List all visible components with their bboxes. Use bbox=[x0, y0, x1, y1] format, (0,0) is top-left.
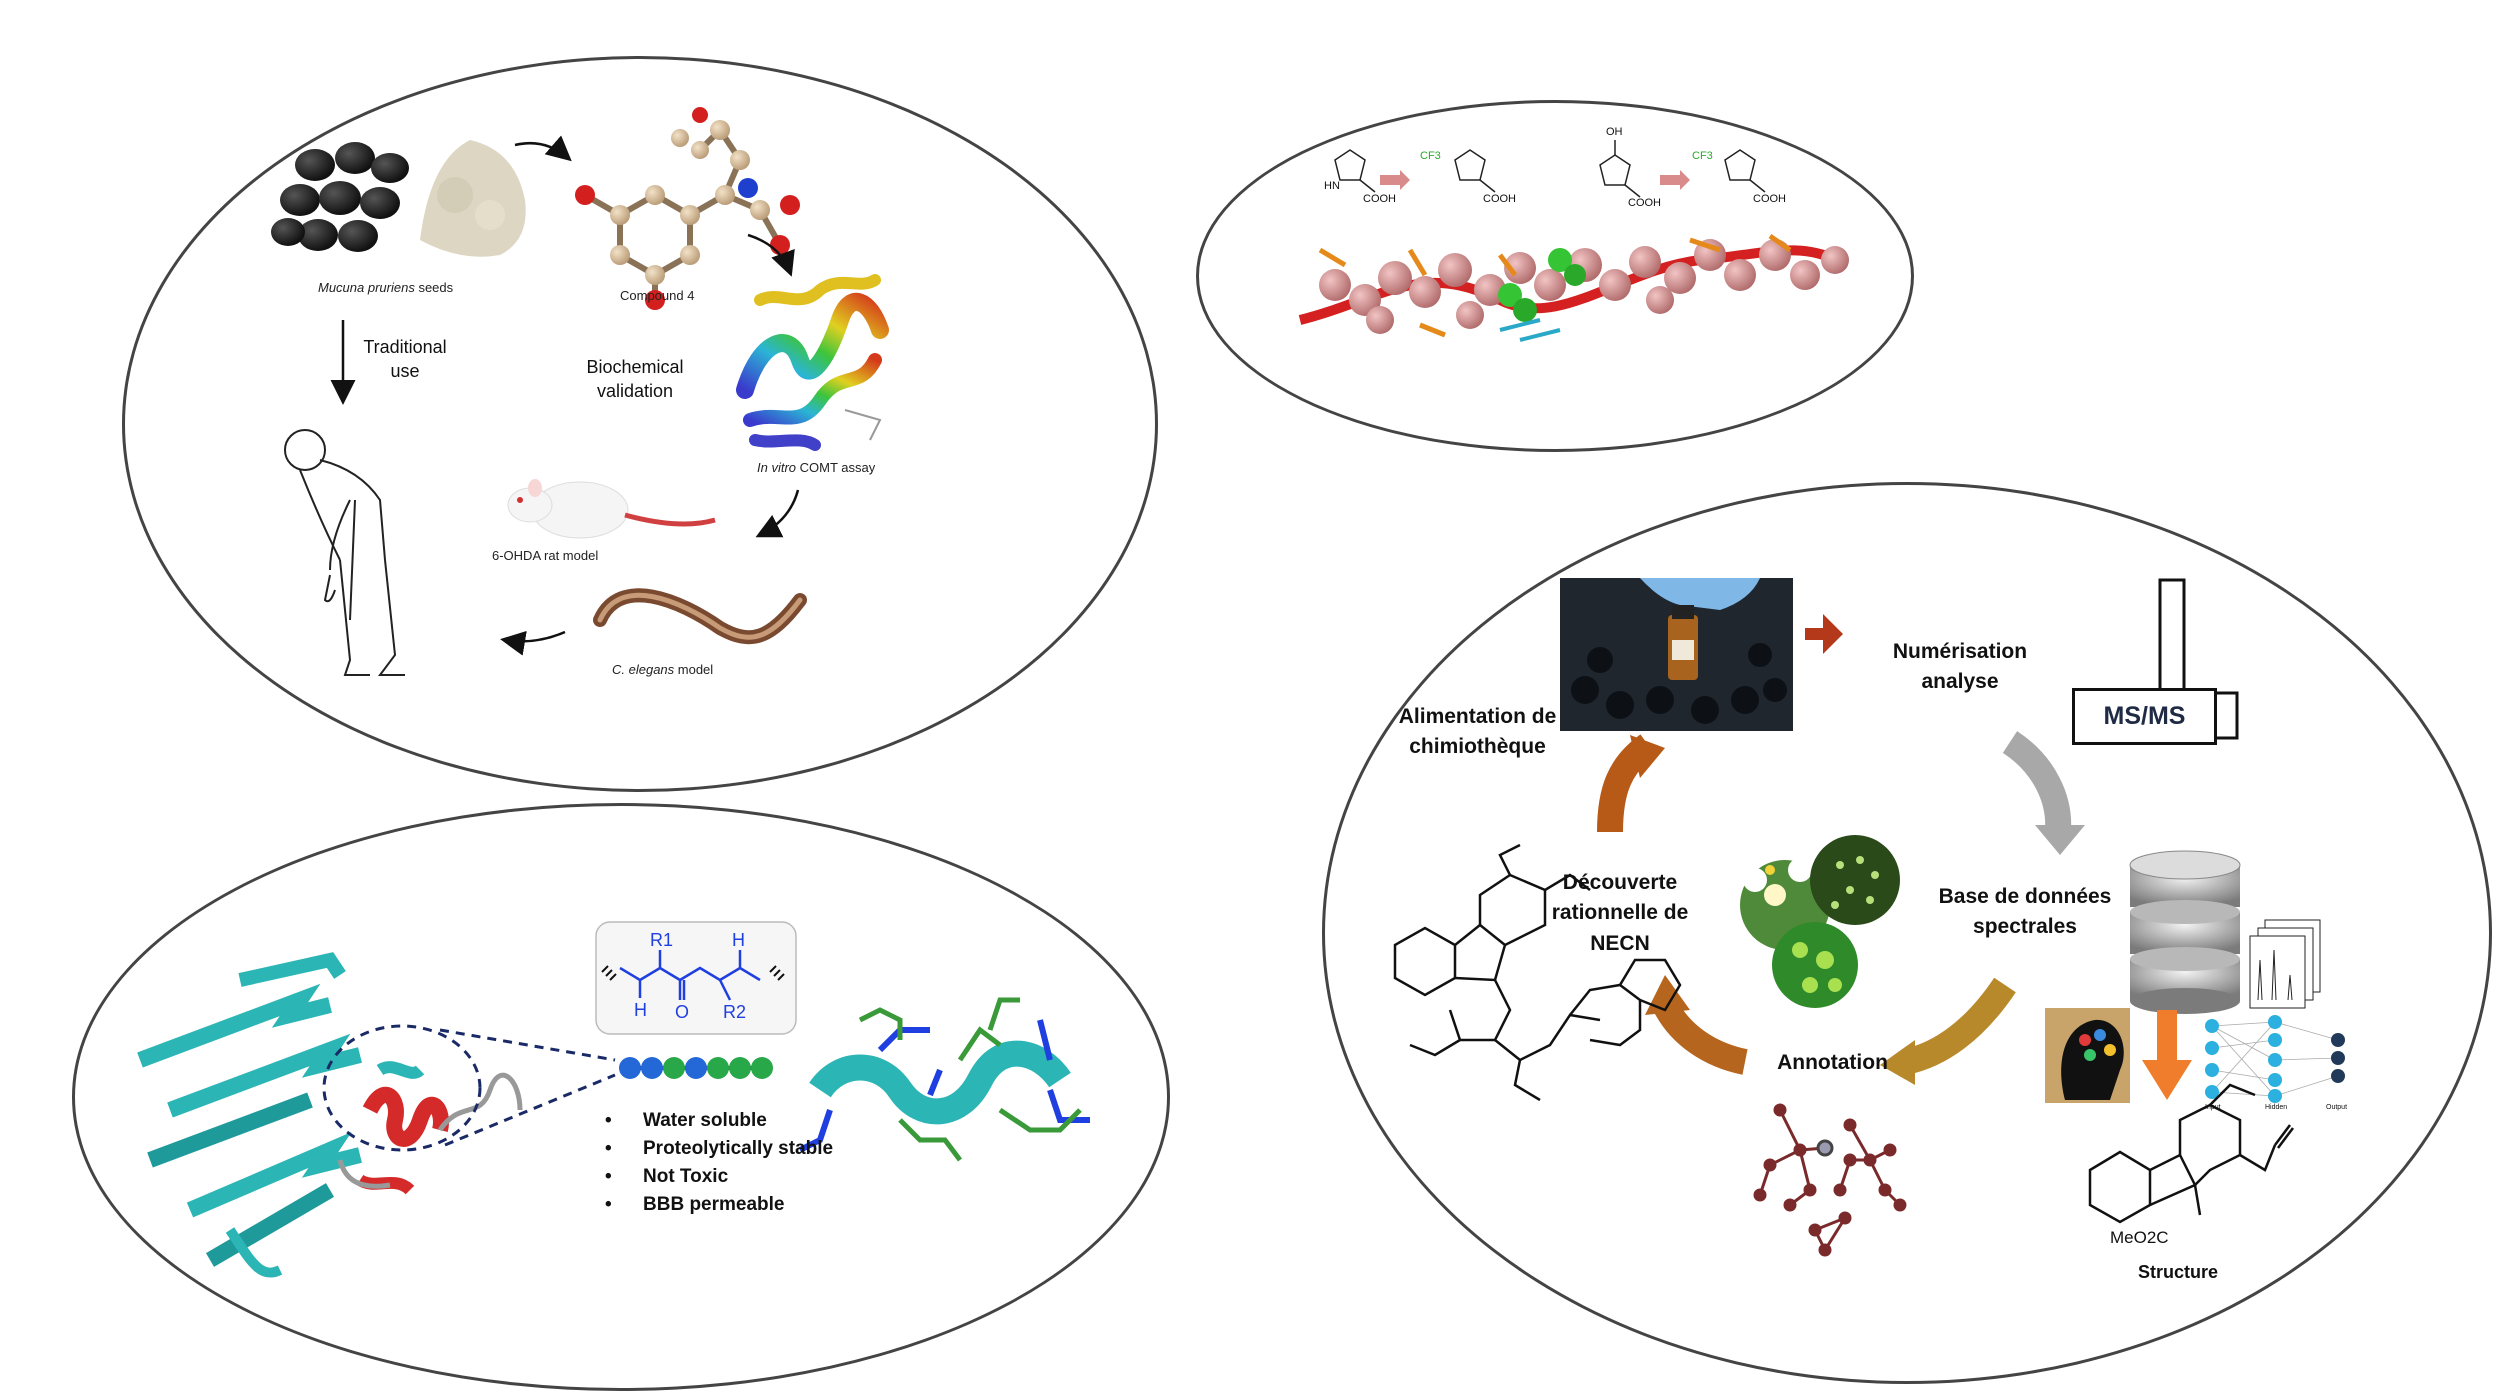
cf3-label-2: CF3 bbox=[1692, 150, 1713, 162]
oh-label: OH bbox=[1606, 126, 1623, 138]
seeds-suffix: seeds bbox=[414, 280, 454, 295]
mol2-acid: COOH bbox=[1483, 193, 1516, 205]
arrow-to-compound bbox=[514, 135, 572, 162]
r2-label: R2 bbox=[723, 1002, 747, 1022]
nn-output-label: Output bbox=[2326, 1104, 2348, 1111]
arrow-to-rat bbox=[755, 489, 800, 538]
compound-label: Compound 4 bbox=[620, 288, 695, 303]
property-item: Water soluble bbox=[605, 1110, 833, 1132]
msms-box: MS/MS bbox=[2072, 688, 2217, 745]
elegans-model-label: C. elegans model bbox=[612, 662, 713, 677]
traditional-use-label: Traditional use bbox=[363, 337, 447, 382]
patient-sketch bbox=[284, 429, 405, 676]
meo2c-label: MeO2C bbox=[2110, 1228, 2169, 1247]
rat-image bbox=[507, 479, 716, 539]
seeds-label: Mucuna pruriens seeds bbox=[318, 280, 453, 295]
biochemical-validation-label: Biochemical validation bbox=[586, 357, 684, 402]
property-item: Not Toxic bbox=[605, 1166, 833, 1188]
arrow-to-comt bbox=[747, 233, 795, 277]
cf3-label-1: CF3 bbox=[1420, 150, 1441, 162]
property-item: Proteolytically stable bbox=[605, 1138, 833, 1160]
decouverte-label: Découverte rationnelle de NECN bbox=[1551, 871, 1689, 955]
numerisation-label: Numérisation analyse bbox=[1892, 640, 2028, 694]
comt-assay: COMT assay bbox=[796, 460, 876, 475]
mol4-acid: COOH bbox=[1753, 193, 1786, 205]
mol1-acid: COOH bbox=[1363, 193, 1396, 205]
alimentation-label: Alimentation de chimiothèque bbox=[1398, 705, 1557, 759]
c-elegans-image bbox=[593, 588, 807, 645]
panel-aza-peptides bbox=[72, 803, 1170, 1391]
mucuna-seeds-image bbox=[271, 142, 409, 252]
arrow-to-patient bbox=[500, 630, 566, 656]
panel-ethnopharmacology bbox=[122, 56, 1158, 792]
elegans-species: C. elegans bbox=[612, 662, 675, 677]
panel-chemical-library-workflow bbox=[1322, 482, 2492, 1384]
properties-list: Water soluble Proteolytically stable Not… bbox=[605, 1110, 833, 1222]
seeds-species: Mucuna pruriens bbox=[318, 280, 415, 295]
rat-model-label: 6-OHDA rat model bbox=[492, 548, 599, 563]
database-label: Base de données spectrales bbox=[1938, 885, 2112, 939]
nn-input-label: Input bbox=[2205, 1104, 2221, 1111]
annotation-label: Annotation bbox=[1777, 1051, 1888, 1074]
r1-label: R1 bbox=[650, 930, 674, 950]
panel-peptide-modification bbox=[1196, 100, 1914, 452]
nh-top-label: H bbox=[732, 930, 745, 950]
nn-hidden-label: Hidden bbox=[2265, 1104, 2288, 1111]
structure-label: Structure bbox=[2138, 1262, 2219, 1282]
nh-bottom-label: H bbox=[634, 1000, 647, 1020]
elegans-suffix: model bbox=[674, 662, 714, 677]
comt-assay-label: In vitro COMT assay bbox=[757, 460, 875, 475]
property-item: BBB permeable bbox=[605, 1194, 833, 1216]
seed-powder-image bbox=[420, 140, 526, 257]
comt-in-vitro: In vitro bbox=[757, 460, 797, 475]
mol3-acid: COOH bbox=[1628, 197, 1661, 209]
carbonyl-o-label: O bbox=[675, 1002, 690, 1022]
comt-protein-structure bbox=[735, 274, 890, 453]
mol1-amine: HN bbox=[1324, 180, 1340, 192]
